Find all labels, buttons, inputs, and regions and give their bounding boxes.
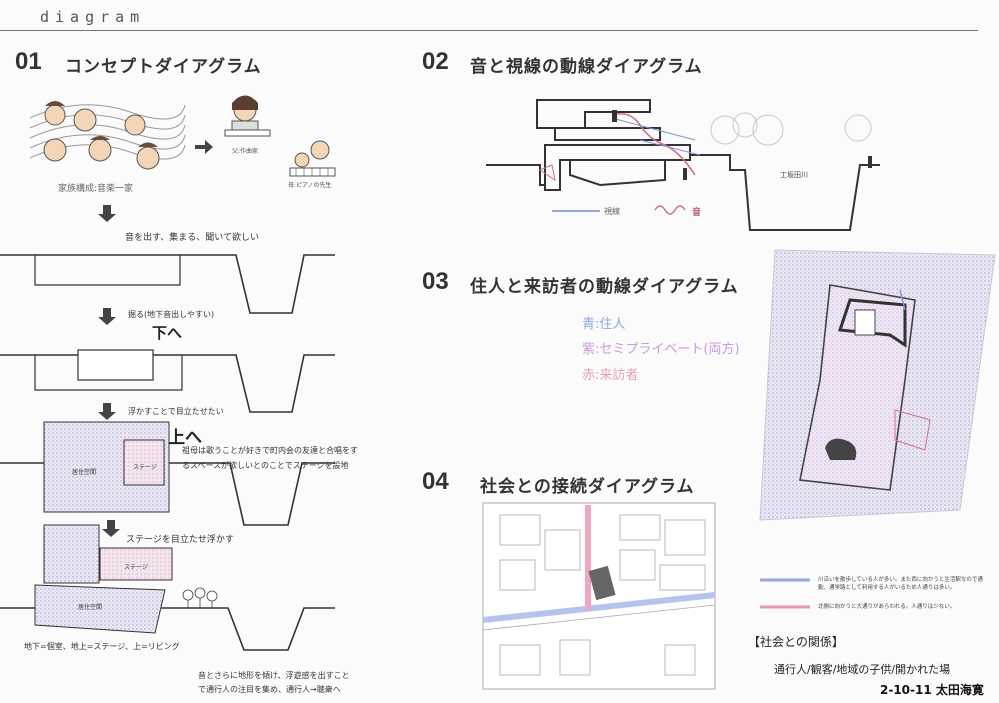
- father-label: 父:作曲家: [232, 148, 259, 155]
- step3-text: 浮かすことで目立たせたい: [128, 407, 224, 416]
- sound-sight-section: [486, 99, 880, 231]
- header-word: diagram: [40, 8, 146, 26]
- header-rule: [0, 30, 978, 31]
- terrain-section-3: [0, 421, 335, 526]
- section-03-number: 03: [422, 268, 449, 295]
- river-label: 工坂田川: [780, 171, 808, 179]
- arrow-down-icon: [102, 520, 120, 537]
- legend-sight-label: 視線: [604, 207, 620, 216]
- author-label: 2-10-11 太田海寛: [880, 683, 984, 697]
- arrow-down-icon: [98, 205, 116, 222]
- arrow-right-icon: [195, 140, 213, 154]
- grandma-note-line2: るスペースが欲しいとのことでステージを設地: [182, 461, 349, 470]
- grandma-note-line1: 祖母は歌うことが好きで町内会の友達と合唱をす: [182, 446, 358, 455]
- floors-note: 地下=個室、地上=ステージ、上=リビング: [24, 642, 180, 651]
- final-note-line1: 音とさらに地形を傾け、浮遊感を出すこと: [198, 671, 350, 680]
- step2-text: 掘る(地下音出しやすい): [128, 310, 215, 319]
- stage-label-2: ステージ: [124, 564, 148, 571]
- section-04-title: 社会との接続ダイアグラム: [480, 477, 695, 497]
- section-01-number: 01: [15, 48, 42, 75]
- step3-big: 上へ: [168, 428, 202, 448]
- flow-legend-red: 赤:来訪者: [582, 368, 639, 383]
- society-legend-red: 北側に向かうと大通りがあらわれる。人通りは少ない。: [818, 604, 956, 610]
- father-illustration: [224, 95, 271, 137]
- arrow-down-icon: [98, 308, 116, 325]
- stage-label: ステージ: [133, 464, 157, 471]
- terrain-section-2: [0, 349, 335, 413]
- final-note-line2: で通行人の注目を集め、通行人→聴衆へ: [198, 685, 341, 694]
- step2-big: 下へ: [152, 324, 183, 342]
- section-04-number: 04: [422, 468, 449, 495]
- family-illustration: [29, 101, 186, 170]
- trees-icon: [182, 587, 218, 608]
- arrow-down-icon: [98, 403, 116, 420]
- mother-label: 母:ピアノの先生: [288, 182, 332, 189]
- terrain-section-4: [0, 524, 335, 651]
- family-label: 家族構成:音楽一家: [58, 184, 134, 194]
- section-03-title: 住人と来訪者の動線ダイアグラム: [470, 277, 739, 297]
- living-space-label: 居住空間: [72, 469, 97, 476]
- mother-illustration: [289, 140, 336, 177]
- section-02-title: 音と視線の動線ダイアグラム: [470, 57, 703, 77]
- flow-legend-purple: 紫:セミプライベート(両方): [582, 342, 740, 357]
- relation-title: 【社会との関係】: [748, 635, 844, 649]
- section-01-title: コンセプトダイアグラム: [65, 57, 262, 77]
- society-legend-blue: 川沿いを散歩している人が多い。また西に向かうと生活駅なので通勤、通学路として利用…: [818, 577, 983, 591]
- section-02-number: 02: [422, 48, 449, 75]
- step4-text: ステージを目立たせ浮かす: [126, 535, 234, 545]
- flow-legend-blue: 青:住人: [582, 317, 626, 332]
- flow-plan: [759, 249, 996, 521]
- living-space-label-2: 居住空間: [78, 604, 103, 611]
- step1-text: 音を出す、集まる、聞いて欲しい: [125, 233, 260, 243]
- legend-sound-label: 音: [692, 208, 702, 218]
- terrain-section-1: [0, 254, 335, 314]
- site-map: [482, 502, 716, 690]
- relation-text: 通行人/観客/地域の子供/開かれた場: [774, 663, 951, 676]
